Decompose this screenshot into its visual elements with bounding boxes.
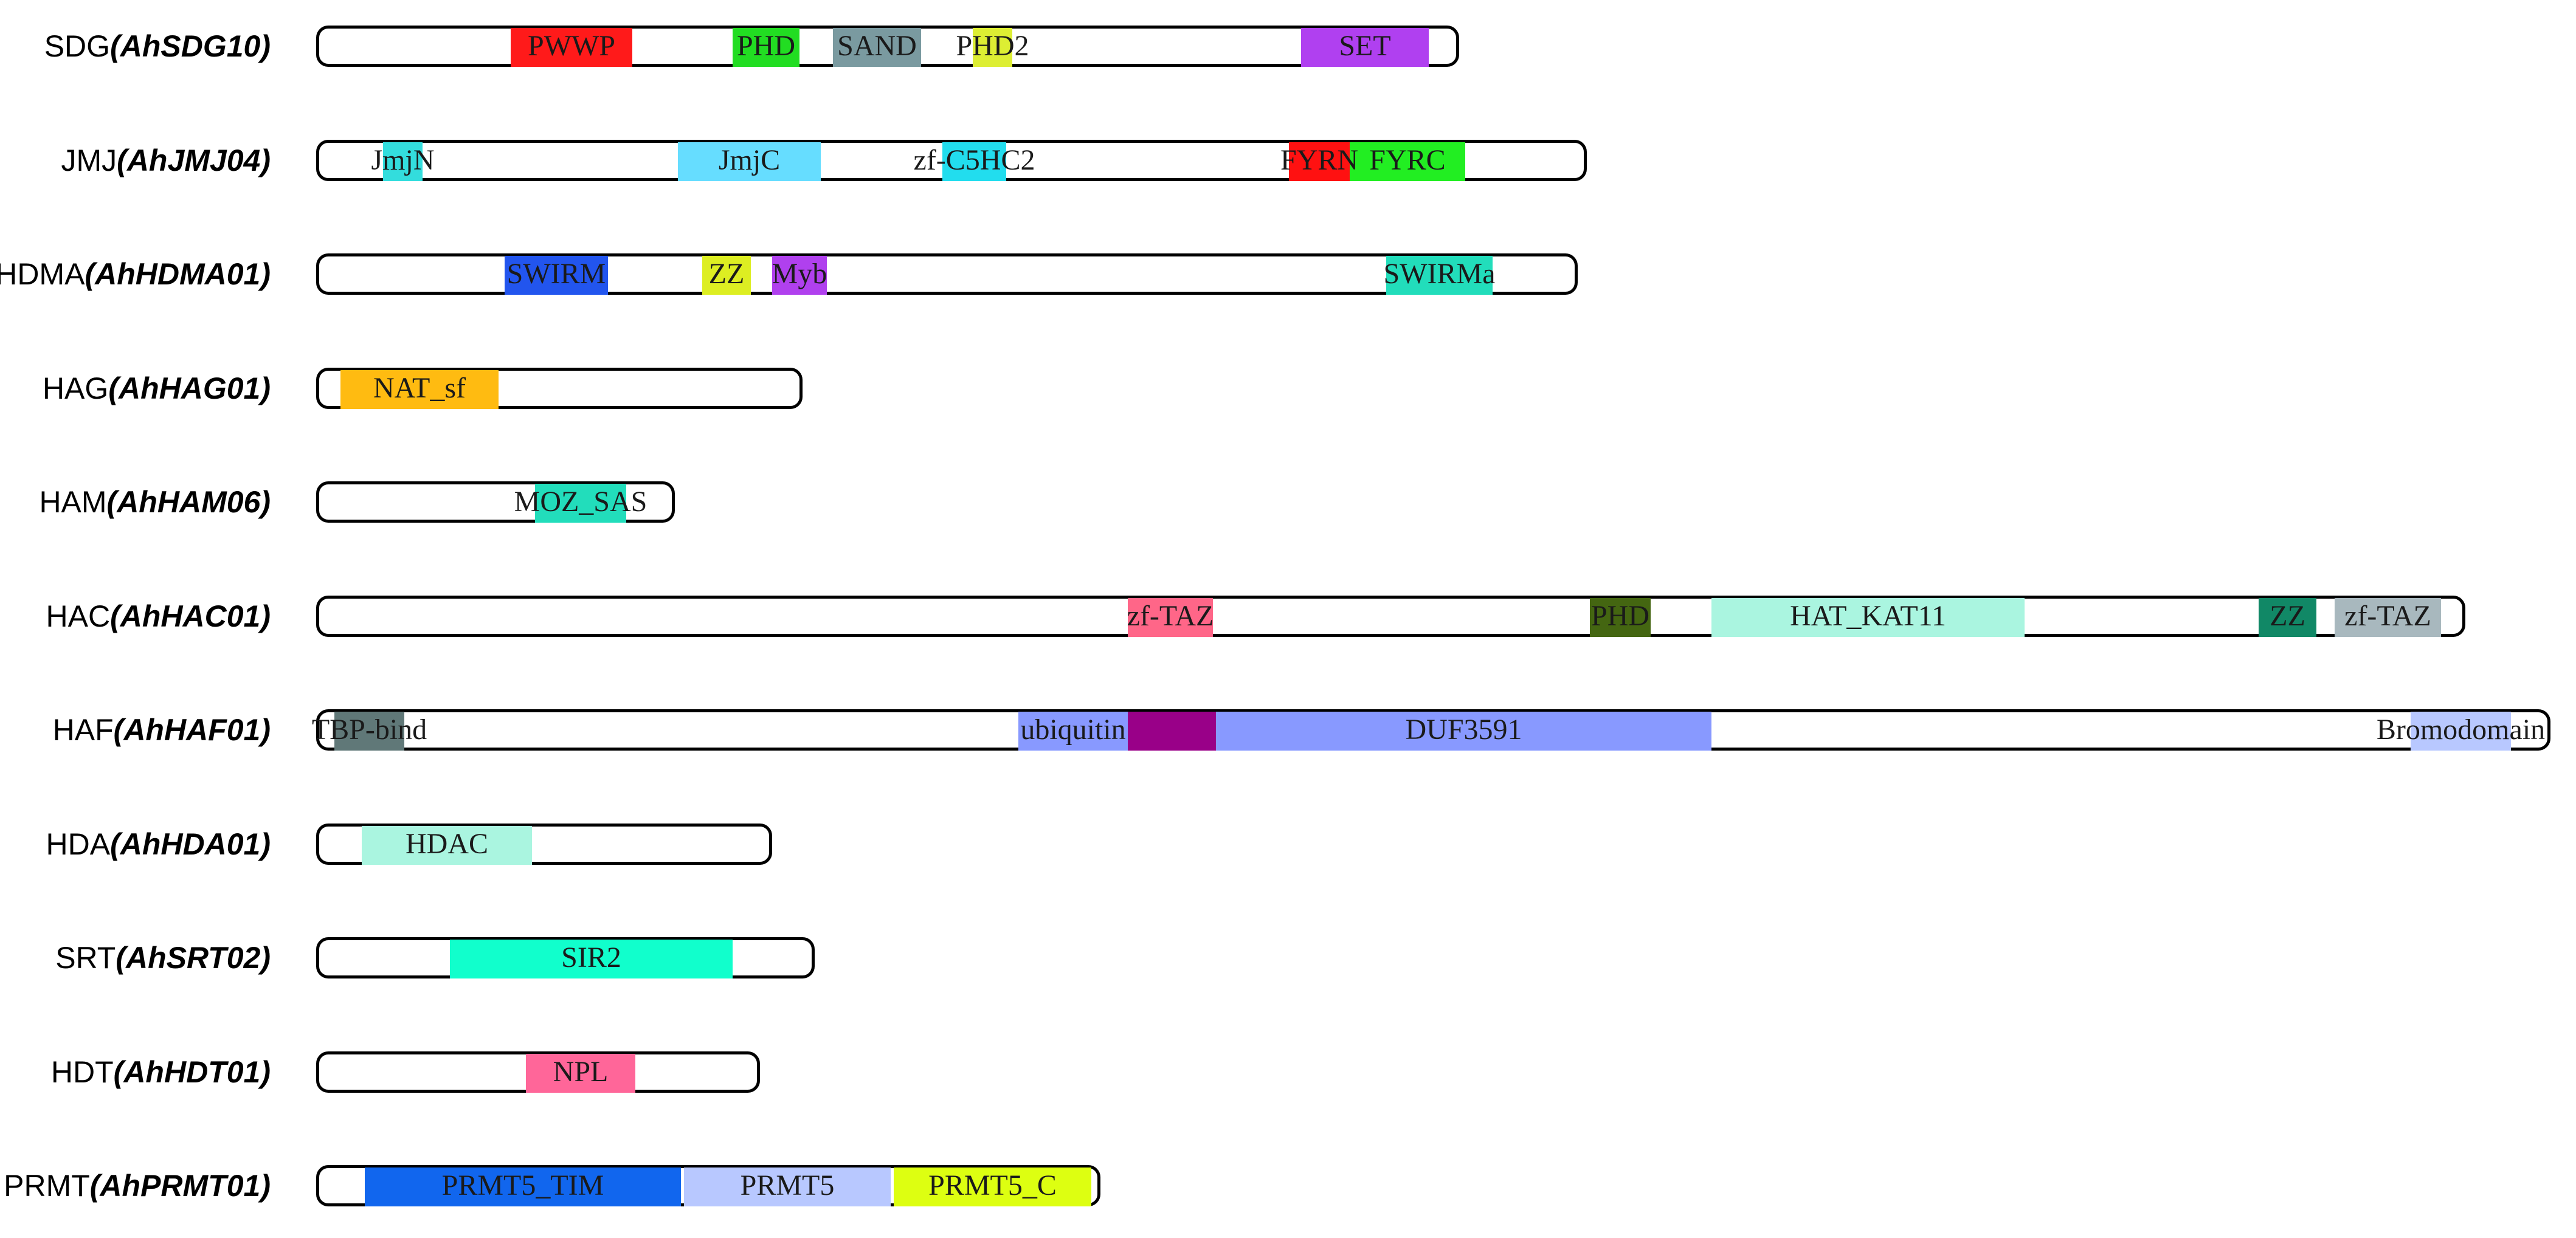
gene-name: (AhHDA01) (110, 827, 271, 861)
gene-id: AhJMJ04 (126, 143, 261, 177)
domain-box (505, 256, 608, 295)
gene-id: AhHAC01 (120, 599, 261, 633)
protein-backbone (316, 481, 675, 523)
family-name: SRT (55, 941, 116, 975)
domain-box (2259, 597, 2316, 637)
domain-box (1386, 256, 1493, 295)
protein-backbone (316, 253, 1578, 295)
gene-name: (AhHDMA01) (85, 257, 271, 291)
gene-name: (AhJMJ04) (117, 143, 271, 177)
protein-label: HDMA(AhHDMA01) (0, 250, 271, 298)
domain-box (535, 484, 626, 523)
domain-box (2411, 712, 2511, 751)
domain-box (678, 142, 821, 181)
protein-label: JMJ(AhJMJ04) (61, 136, 271, 185)
domain-box (450, 940, 733, 978)
gene-id: AhHDMA01 (95, 257, 261, 291)
domain-box (1289, 142, 1350, 181)
domain-box (1128, 597, 1213, 637)
gene-id: AhSRT02 (125, 941, 261, 975)
domain-box (973, 28, 1012, 67)
gene-id: AhHDA01 (120, 827, 261, 861)
protein-backbone (316, 26, 1459, 67)
family-name: HAF (52, 713, 114, 747)
family-name: JMJ (61, 143, 117, 177)
protein-backbone (316, 139, 1587, 181)
domain-box (511, 28, 632, 67)
protein-label: PRMT(AhPRMT01) (4, 1161, 271, 1210)
protein-label: SRT(AhSRT02) (55, 934, 271, 982)
family-name: HDMA (0, 257, 85, 291)
protein-backbone (316, 709, 2550, 751)
protein-row: HAG(AhHAG01)NAT_sf (0, 364, 2576, 413)
protein-label: SDG(AhSDG10) (44, 22, 271, 70)
domain-box (1018, 712, 1128, 751)
gene-id: AhPRMT01 (100, 1169, 261, 1203)
domain-box (1350, 142, 1465, 181)
protein-backbone (316, 367, 803, 409)
gene-name: (AhHDT01) (113, 1054, 271, 1089)
family-name: HAG (42, 371, 109, 405)
protein-backbone (316, 823, 772, 865)
family-name: PRMT (4, 1169, 90, 1203)
family-name: HDT (50, 1054, 114, 1089)
domain-box (526, 1053, 635, 1093)
gene-id: AhHDT01 (123, 1054, 261, 1089)
domain-box (1128, 712, 1216, 751)
family-name: HAM (39, 485, 107, 519)
domain-box (2335, 597, 2441, 637)
protein-label: HAC(AhHAC01) (46, 592, 271, 641)
protein-backbone (316, 595, 2465, 637)
domain-box (772, 256, 827, 295)
gene-name: (AhSRT02) (116, 941, 271, 975)
domain-box (383, 142, 423, 181)
domain-box (362, 825, 532, 865)
gene-name: (AhHAC01) (110, 599, 271, 633)
gene-name: (AhSDG10) (110, 29, 271, 63)
protein-backbone (316, 1165, 1100, 1206)
gene-id: AhHAF01 (123, 713, 261, 747)
gene-name: (AhPRMT01) (89, 1169, 271, 1203)
protein-row: HDT(AhHDT01)NPL (0, 1048, 2576, 1096)
domain-box (365, 1168, 681, 1206)
domain-box (942, 142, 1006, 181)
gene-id: AhHAM06 (117, 485, 261, 519)
protein-label: HAF(AhHAF01) (53, 706, 271, 754)
protein-label: HDT(AhHDT01) (51, 1048, 271, 1096)
protein-label: HAM(AhHAM06) (39, 478, 271, 526)
family-name: HAC (46, 599, 111, 633)
domain-box (340, 370, 499, 409)
protein-row: SRT(AhSRT02)SIR2 (0, 934, 2576, 982)
domain-box (1711, 597, 2025, 637)
domain-box (334, 712, 404, 751)
domain-box (1216, 712, 1711, 751)
protein-label: HDA(AhHDA01) (46, 820, 271, 868)
family-name: HDA (46, 827, 111, 861)
domain-box (1301, 28, 1429, 67)
domain-box (702, 256, 751, 295)
family-name: SDG (44, 29, 111, 63)
domain-box (733, 28, 799, 67)
protein-backbone (316, 1051, 760, 1093)
domain-box (684, 1168, 891, 1206)
gene-id: AhSDG10 (120, 29, 261, 63)
domain-box (1590, 597, 1651, 637)
protein-label: HAG(AhHAG01) (43, 364, 271, 413)
domain-box (894, 1168, 1091, 1206)
gene-name: (AhHAG01) (108, 371, 271, 405)
gene-name: (AhHAM06) (106, 485, 271, 519)
protein-backbone (316, 937, 815, 978)
domain-box (833, 28, 921, 67)
gene-id: AhHAG01 (118, 371, 261, 405)
protein-row: HAM(AhHAM06)MOZ_SAS (0, 478, 2576, 526)
gene-name: (AhHAF01) (113, 713, 271, 747)
protein-row: HDA(AhHDA01)HDAC (0, 820, 2576, 868)
